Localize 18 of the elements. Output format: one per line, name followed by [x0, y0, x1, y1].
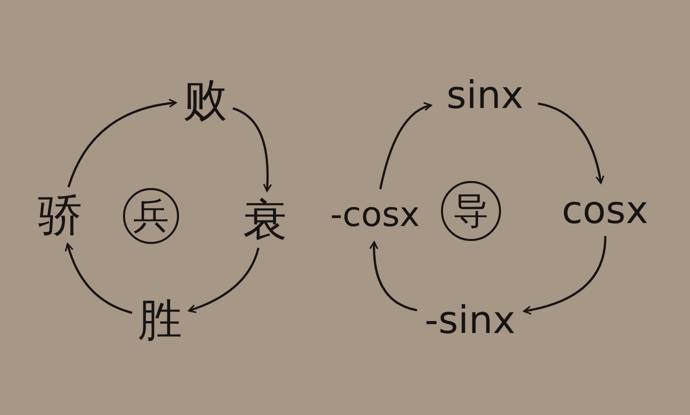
- curved-arrow: [538, 102, 604, 184]
- curved-arrow: [379, 102, 432, 190]
- circled-character: 兵: [123, 188, 179, 244]
- curved-arrow: [370, 241, 418, 312]
- circled-character: 导: [441, 181, 501, 241]
- curved-arrow: [67, 98, 177, 188]
- handwritten-word: 胜: [135, 295, 185, 345]
- handwritten-word: sinx: [435, 72, 535, 118]
- handwritten-word: 骄: [35, 190, 85, 240]
- handwritten-word: -cosx: [328, 192, 422, 238]
- curved-arrow: [188, 248, 260, 313]
- handwritten-word: cosx: [550, 187, 660, 233]
- handwritten-word: 衰: [240, 195, 290, 245]
- handwritten-word: 败: [180, 75, 230, 125]
- curved-arrow: [65, 243, 132, 314]
- curved-arrow: [232, 107, 272, 192]
- handwritten-word: -sinx: [420, 297, 520, 343]
- curved-arrow: [523, 236, 606, 314]
